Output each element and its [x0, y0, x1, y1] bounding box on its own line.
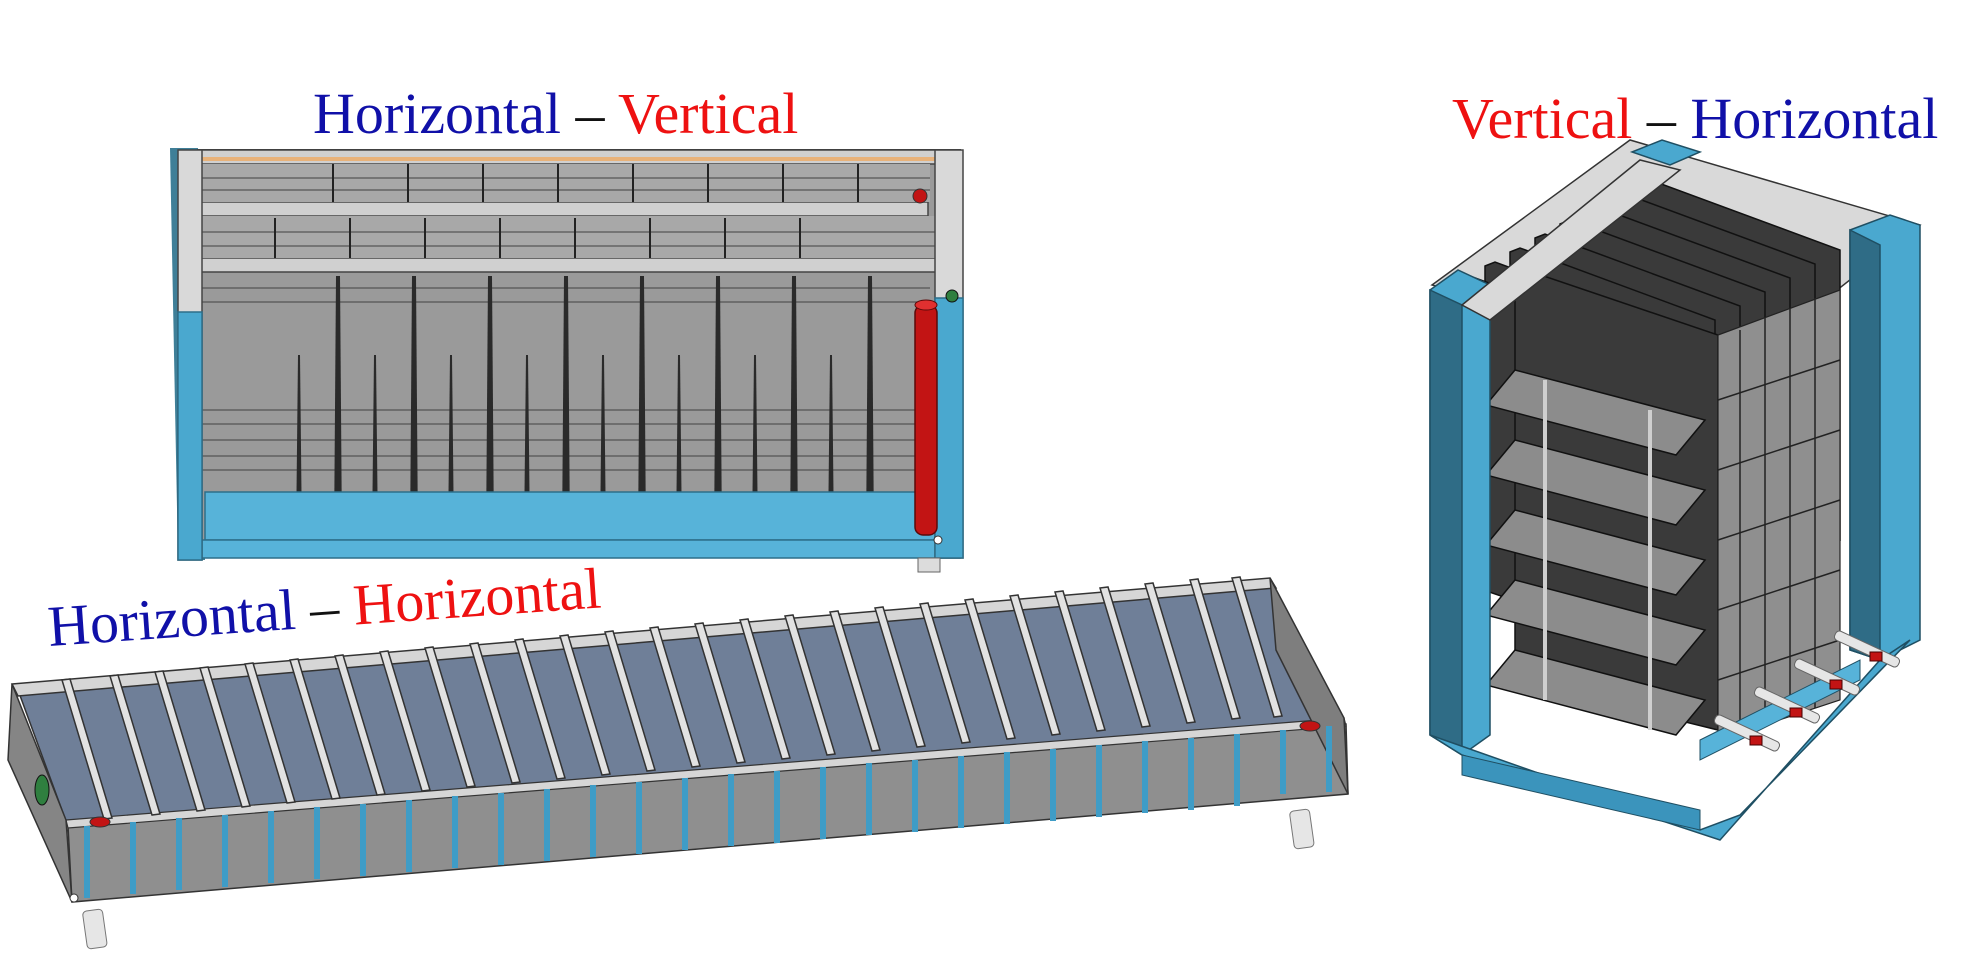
- caption-first-word: Vertical: [1452, 86, 1633, 151]
- caption-separator: –: [1632, 86, 1691, 151]
- caption-second-word: Horizontal: [1690, 86, 1939, 151]
- caption-horizontal-vertical: Horizontal – Vertical: [313, 85, 798, 143]
- caption-first-word: Horizontal: [313, 81, 562, 146]
- caption-second-word: Vertical: [617, 81, 799, 146]
- caption-separator: –: [561, 81, 618, 146]
- caption-vertical-horizontal: Vertical – Horizontal: [1452, 90, 1938, 148]
